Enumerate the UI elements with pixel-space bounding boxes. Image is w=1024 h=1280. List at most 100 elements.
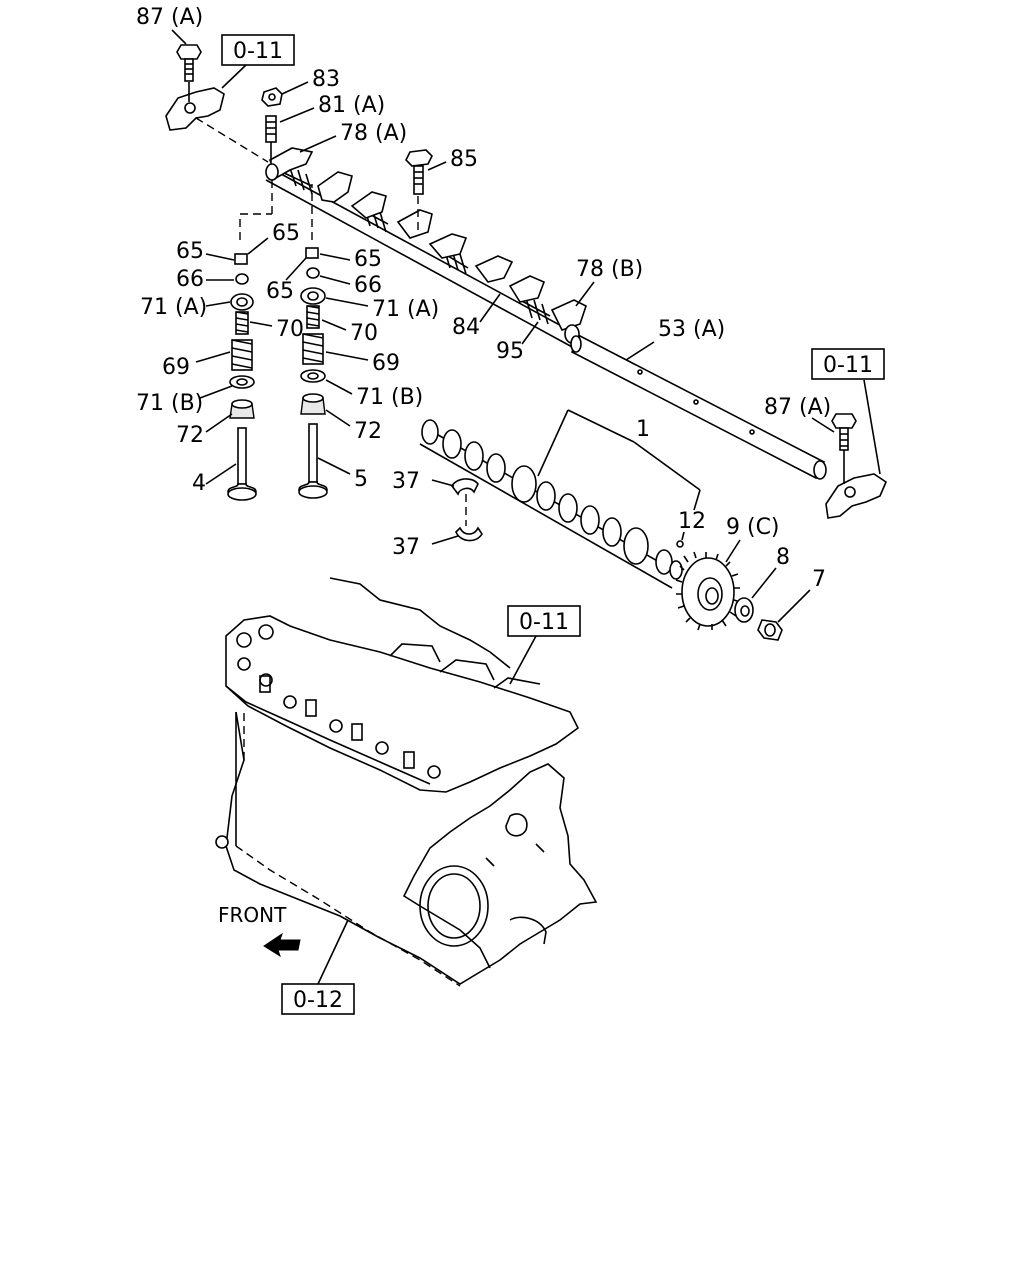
svg-text:81 (A): 81 (A): [318, 93, 385, 118]
part-83-nut: [261, 87, 283, 107]
ref-box-right[interactable]: 0-11: [811, 348, 885, 380]
svg-text:53 (A): 53 (A): [658, 317, 725, 342]
callout-37-bottom[interactable]: 37: [392, 535, 459, 560]
callout-65-right-1[interactable]: 65: [319, 247, 382, 272]
svg-text:78 (A): 78 (A): [340, 121, 407, 146]
callout-72-left[interactable]: 72: [176, 413, 233, 448]
callout-70-left[interactable]: 70: [249, 317, 304, 342]
part-71b-seat-right: [300, 369, 326, 383]
svg-text:87 (A): 87 (A): [136, 5, 203, 30]
callout-66-left[interactable]: 66: [176, 267, 234, 292]
part-72-seal-right: [300, 393, 326, 415]
svg-text:78 (B): 78 (B): [576, 257, 643, 282]
part-4-intake-valve: [227, 427, 257, 501]
callout-1[interactable]: 1: [537, 409, 701, 511]
part-9c-cam-gear: [675, 551, 741, 631]
svg-text:72: 72: [176, 423, 204, 448]
cylinder-head: [225, 577, 580, 793]
valve-train-left: [227, 180, 273, 501]
callout-65-left-1[interactable]: 65: [176, 239, 235, 264]
callout-71a-left[interactable]: 71 (A): [140, 295, 231, 320]
svg-text:37: 37: [392, 469, 420, 494]
svg-text:37: 37: [392, 535, 420, 560]
part-87a-bolt-right: [831, 413, 857, 451]
part-66-cap-right: [306, 267, 320, 279]
svg-text:95: 95: [496, 339, 524, 364]
callout-84[interactable]: 84: [452, 293, 501, 340]
callout-83[interactable]: 83: [281, 67, 340, 95]
svg-text:72: 72: [354, 419, 382, 444]
part-7-bolt: [757, 619, 783, 641]
ref-box-bottom[interactable]: 0-12: [281, 983, 355, 1015]
callout-78a[interactable]: 78 (A): [299, 121, 407, 153]
svg-text:66: 66: [354, 273, 382, 298]
callout-37-top[interactable]: 37: [392, 469, 455, 494]
callout-8[interactable]: 8: [751, 545, 790, 599]
part-70-spring-inner-left: [235, 311, 249, 335]
part-65-cotter-right: [305, 247, 319, 259]
part-71a-retainer-left: [230, 293, 254, 311]
svg-text:87 (A): 87 (A): [764, 395, 831, 420]
part-65-cotter-left: [234, 253, 248, 265]
svg-text:70: 70: [276, 317, 304, 342]
svg-text:71 (B): 71 (B): [356, 385, 423, 410]
callout-70-right[interactable]: 70: [321, 319, 378, 346]
callout-7[interactable]: 7: [777, 567, 826, 623]
callout-87a-top[interactable]: 87 (A): [136, 5, 203, 45]
leader-ref-bottom: [317, 919, 349, 985]
callout-12[interactable]: 12: [678, 509, 706, 541]
ref-box-top-left-label: 0-11: [233, 39, 283, 64]
callout-66-right[interactable]: 66: [319, 273, 382, 298]
part-85-bolt: [405, 149, 433, 236]
leader-ref-right: [863, 379, 881, 475]
callout-53a[interactable]: 53 (A): [625, 317, 725, 361]
svg-text:9 (C): 9 (C): [726, 515, 780, 540]
callout-5[interactable]: 5: [317, 457, 368, 492]
callout-78b[interactable]: 78 (B): [575, 257, 643, 307]
part-81a-stud: [265, 115, 277, 162]
svg-text:5: 5: [354, 467, 368, 492]
svg-text:65: 65: [272, 221, 300, 246]
svg-text:65: 65: [354, 247, 382, 272]
callout-9c[interactable]: 9 (C): [725, 515, 780, 563]
part-53a-oil-pipe: [570, 334, 827, 480]
callout-71b-right[interactable]: 71 (B): [325, 379, 423, 410]
callout-69-left[interactable]: 69: [162, 351, 231, 380]
part-69-spring-outer-right: [302, 333, 324, 365]
svg-text:7: 7: [812, 567, 826, 592]
valve-train-right: [298, 184, 328, 499]
svg-text:1: 1: [636, 417, 650, 442]
ref-box-center[interactable]: 0-11: [507, 605, 581, 637]
callout-87a-right[interactable]: 87 (A): [764, 395, 835, 433]
callout-71a-right[interactable]: 71 (A): [325, 297, 439, 322]
callout-69-right[interactable]: 69: [325, 351, 400, 376]
callout-95[interactable]: 95: [496, 321, 539, 364]
svg-text:85: 85: [450, 147, 478, 172]
part-69-spring-outer-left: [231, 339, 253, 371]
part-72-seal-left: [229, 399, 255, 419]
callout-65-left-2[interactable]: 65: [247, 221, 300, 255]
svg-text:71 (B): 71 (B): [136, 391, 203, 416]
part-12-pin: [676, 540, 684, 548]
part-37-bearing-top: [451, 478, 479, 496]
ref-box-top-left[interactable]: 0-11: [221, 34, 295, 66]
rocker-shaft-assembly: [195, 117, 587, 349]
callout-4[interactable]: 4: [192, 463, 237, 496]
callout-65-right-2[interactable]: 65: [266, 257, 307, 304]
svg-text:70: 70: [350, 321, 378, 346]
cylinder-block: [215, 711, 598, 987]
leader-ref-center: [509, 635, 537, 685]
svg-text:66: 66: [176, 267, 204, 292]
svg-text:69: 69: [372, 351, 400, 376]
callout-72-right[interactable]: 72: [325, 409, 382, 444]
svg-text:65: 65: [266, 279, 294, 304]
svg-text:71 (A): 71 (A): [140, 295, 207, 320]
callout-81a[interactable]: 81 (A): [279, 93, 385, 123]
callout-85[interactable]: 85: [427, 147, 478, 172]
ref-box-center-label: 0-11: [519, 610, 569, 635]
part-1-camshaft: [419, 419, 683, 589]
svg-text:8: 8: [776, 545, 790, 570]
callout-71b-left[interactable]: 71 (B): [136, 385, 233, 416]
front-arrow-icon: [263, 932, 301, 958]
